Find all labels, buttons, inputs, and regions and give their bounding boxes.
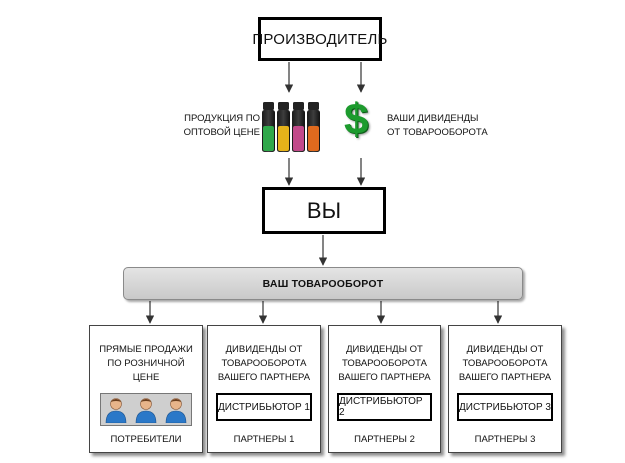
- retail-title-line-2: ПО РОЗНИЧНОЙ ЦЕНЕ: [107, 358, 185, 383]
- retail-footer: ПОТРЕБИТЕЛИ: [110, 434, 182, 445]
- partner-2-title: ДИВИДЕНДЫ ОТ ТОВАРООБОРОТА ВАШЕГО ПАРТНЕ…: [333, 343, 436, 385]
- you-box: ВЫ: [262, 187, 386, 234]
- person-icon: [165, 397, 187, 423]
- partner-1-title-line-1: ДИВИДЕНДЫ ОТ: [225, 344, 303, 355]
- partner-1-title-line-3: ВАШЕГО ПАРТНЕРА: [217, 372, 311, 383]
- dividends-label-line-1: ВАШИ ДИВИДЕНДЫ: [387, 113, 479, 124]
- retail-card: ПРЯМЫЕ ПРОДАЖИ ПО РОЗНИЧНОЙ ЦЕНЕ ПОТРЕБИ…: [89, 325, 203, 453]
- distributor-1-box: ДИСТРИБЬЮТОР 1: [216, 393, 312, 421]
- distributor-2-box: ДИСТРИБЬЮТОР 2: [337, 393, 432, 421]
- consumers-panel: [100, 393, 192, 426]
- partner-2-footer: ПАРТНЕРЫ 2: [354, 434, 415, 445]
- distributor-3-box: ДИСТРИБЬЮТОР 3: [457, 393, 553, 421]
- producer-box: ПРОИЗВОДИТЕЛЬ: [252, 17, 387, 61]
- products-label-line-1: ПРОДУКЦИЯ ПО: [184, 113, 260, 124]
- person-icon: [105, 397, 127, 423]
- partner-1-title-line-2: ТОВАРООБОРОТА: [221, 358, 307, 369]
- retail-title: ПРЯМЫЕ ПРОДАЖИ ПО РОЗНИЧНОЙ ЦЕНЕ: [94, 343, 198, 385]
- partner-card-1: ДИВИДЕНДЫ ОТ ТОВАРООБОРОТА ВАШЕГО ПАРТНЕ…: [207, 325, 321, 453]
- partner-2-title-line-2: ТОВАРООБОРОТА: [342, 358, 427, 369]
- dividends-label-line-2: ОТ ТОВАРООБОРОТА: [387, 127, 488, 138]
- dividends-label: ВАШИ ДИВИДЕНДЫ ОТ ТОВАРООБОРОТА: [387, 112, 497, 140]
- person-icon: [135, 397, 157, 423]
- partner-3-title-line-2: ТОВАРООБОРОТА: [462, 358, 548, 369]
- partner-3-footer: ПАРТНЕРЫ 3: [474, 434, 536, 445]
- producer-label: ПРОИЗВОДИТЕЛЬ: [252, 30, 388, 48]
- partner-card-3: ДИВИДЕНДЫ ОТ ТОВАРООБОРОТА ВАШЕГО ПАРТНЕ…: [448, 325, 562, 453]
- perfume-bottles-icon: [262, 102, 320, 152]
- partner-1-footer: ПАРТНЕРЫ 1: [233, 434, 295, 445]
- partner-3-title: ДИВИДЕНДЫ ОТ ТОВАРООБОРОТА ВАШЕГО ПАРТНЕ…: [453, 343, 557, 385]
- products-label: ПРОДУКЦИЯ ПО ОПТОВОЙ ЦЕНЕ: [170, 112, 260, 140]
- partner-3-title-line-3: ВАШЕГО ПАРТНЕРА: [458, 372, 552, 383]
- partner-3-title-line-1: ДИВИДЕНДЫ ОТ: [466, 344, 544, 355]
- turnover-bar: ВАШ ТОВАРООБОРОТ: [123, 267, 523, 300]
- partner-2-title-line-3: ВАШЕГО ПАРТНЕРА: [338, 372, 431, 383]
- retail-title-line-1: ПРЯМЫЕ ПРОДАЖИ: [99, 344, 193, 355]
- partner-1-title: ДИВИДЕНДЫ ОТ ТОВАРООБОРОТА ВАШЕГО ПАРТНЕ…: [212, 343, 316, 385]
- dollar-sign-icon: $: [344, 95, 369, 144]
- partner-2-title-line-1: ДИВИДЕНДЫ ОТ: [346, 344, 423, 355]
- turnover-label: ВАШ ТОВАРООБОРОТ: [262, 277, 384, 290]
- you-label: ВЫ: [306, 197, 342, 223]
- partner-card-2: ДИВИДЕНДЫ ОТ ТОВАРООБОРОТА ВАШЕГО ПАРТНЕ…: [328, 325, 441, 453]
- products-label-line-2: ОПТОВОЙ ЦЕНЕ: [183, 127, 260, 138]
